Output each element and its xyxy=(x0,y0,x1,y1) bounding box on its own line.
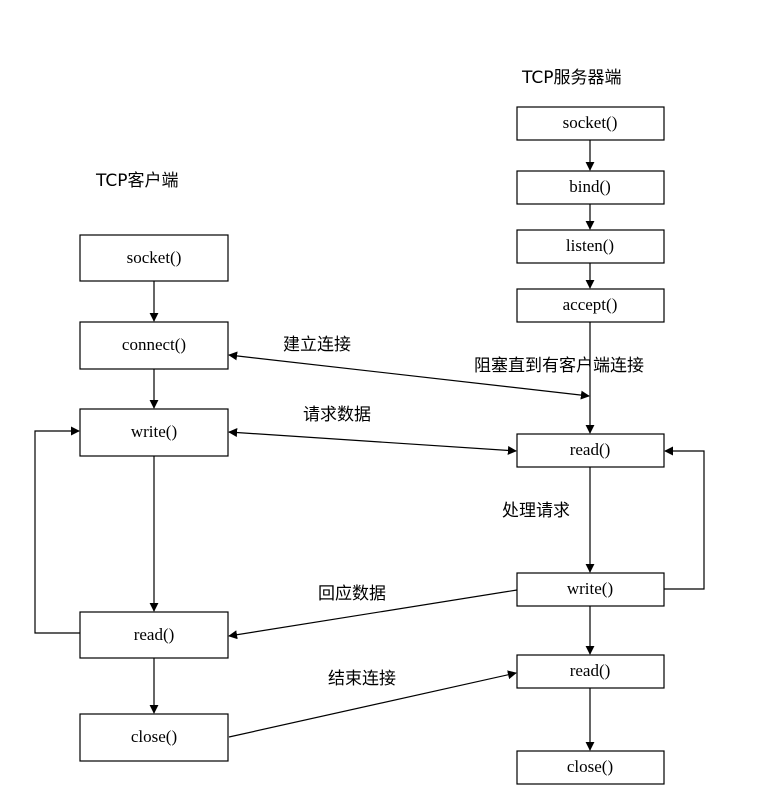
edge-request-data xyxy=(228,428,517,455)
server-bind-node: bind() xyxy=(516,170,665,205)
server-socket-label: socket() xyxy=(563,113,618,132)
server-read2-label: read() xyxy=(570,661,611,680)
server-write-node: write() xyxy=(516,572,665,607)
label-reply: 回应数据 xyxy=(318,584,386,604)
client-socket-label: socket() xyxy=(127,248,182,267)
client-title: TCP客户端 xyxy=(95,171,179,191)
label-finish: 结束连接 xyxy=(328,669,396,689)
client-connect-label: connect() xyxy=(122,335,186,354)
edge-establish-connection xyxy=(228,351,590,400)
edge-client-loop xyxy=(34,426,80,634)
client-connect-node: connect() xyxy=(79,321,229,370)
label-request: 请求数据 xyxy=(303,405,371,425)
label-process: 处理请求 xyxy=(502,501,570,521)
server-close-node: close() xyxy=(516,750,665,785)
server-close-label: close() xyxy=(567,757,613,776)
client-socket-node: socket() xyxy=(79,234,229,282)
client-write-label: write() xyxy=(131,422,177,441)
client-close-label: close() xyxy=(131,727,177,746)
server-read-node: read() xyxy=(516,433,665,468)
server-write-label: write() xyxy=(567,579,613,598)
client-write-node: write() xyxy=(79,408,229,457)
server-socket-node: socket() xyxy=(516,106,665,141)
edge-reply-data xyxy=(228,589,518,640)
label-establish: 建立连接 xyxy=(283,335,351,355)
label-blocking: 阻塞直到有客户端连接 xyxy=(474,356,644,376)
server-read-label: read() xyxy=(570,440,611,459)
edge-finish-connection xyxy=(228,670,517,738)
client-read-node: read() xyxy=(79,611,229,659)
server-listen-node: listen() xyxy=(516,229,665,264)
server-accept-label: accept() xyxy=(563,295,618,314)
server-bind-label: bind() xyxy=(569,177,611,196)
server-title: TCP服务器端 xyxy=(521,68,622,88)
server-accept-node: accept() xyxy=(516,288,665,323)
server-read2-node: read() xyxy=(516,654,665,689)
client-read-label: read() xyxy=(134,625,175,644)
edge-server-loop xyxy=(664,446,705,590)
server-listen-label: listen() xyxy=(566,236,614,255)
client-close-node: close() xyxy=(79,713,229,762)
